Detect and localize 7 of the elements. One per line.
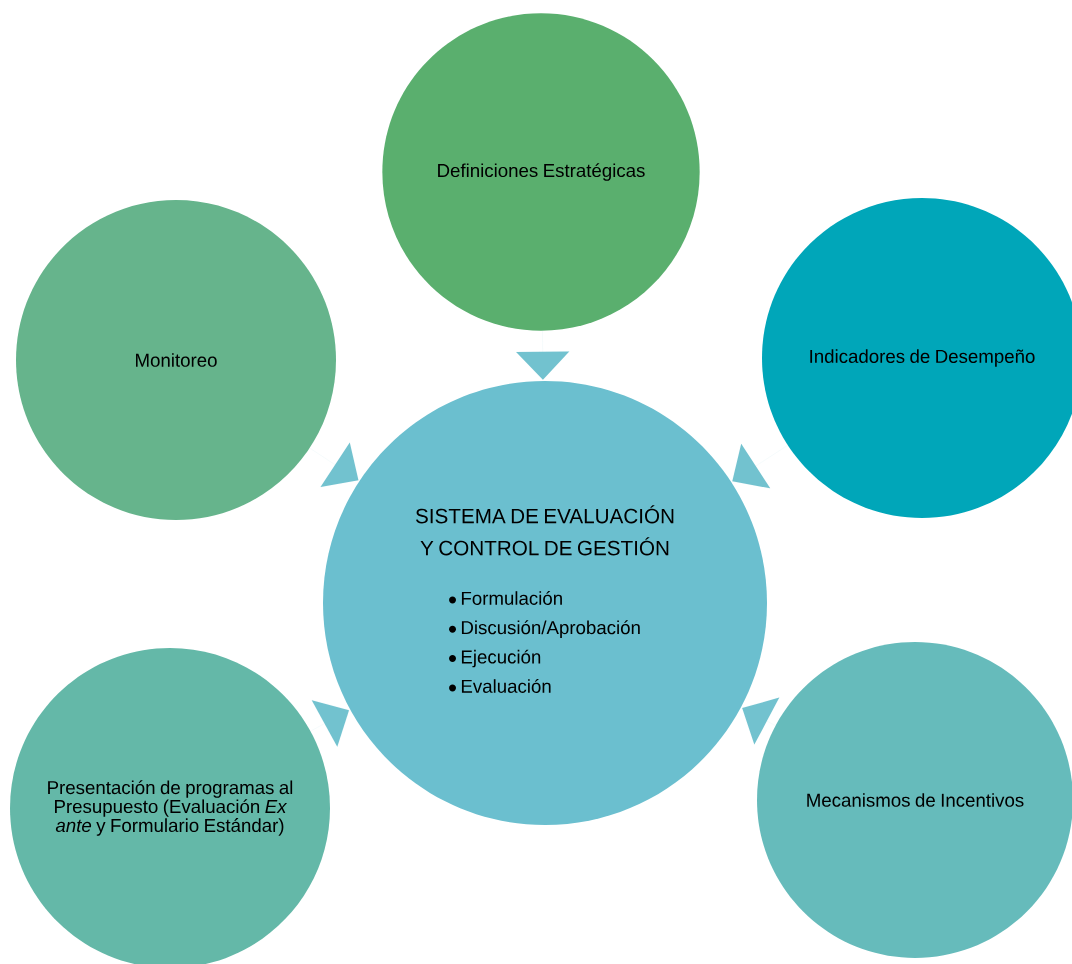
triangle-arrow [310, 700, 350, 747]
triangle-arrow [309, 442, 359, 488]
triangle-arrow [732, 443, 788, 489]
circle-node: Definiciones Estratégicas [382, 13, 700, 331]
triangle-arrow [742, 697, 780, 745]
circle-node: Monitoreo [16, 200, 336, 520]
triangle-arrow [516, 330, 570, 380]
